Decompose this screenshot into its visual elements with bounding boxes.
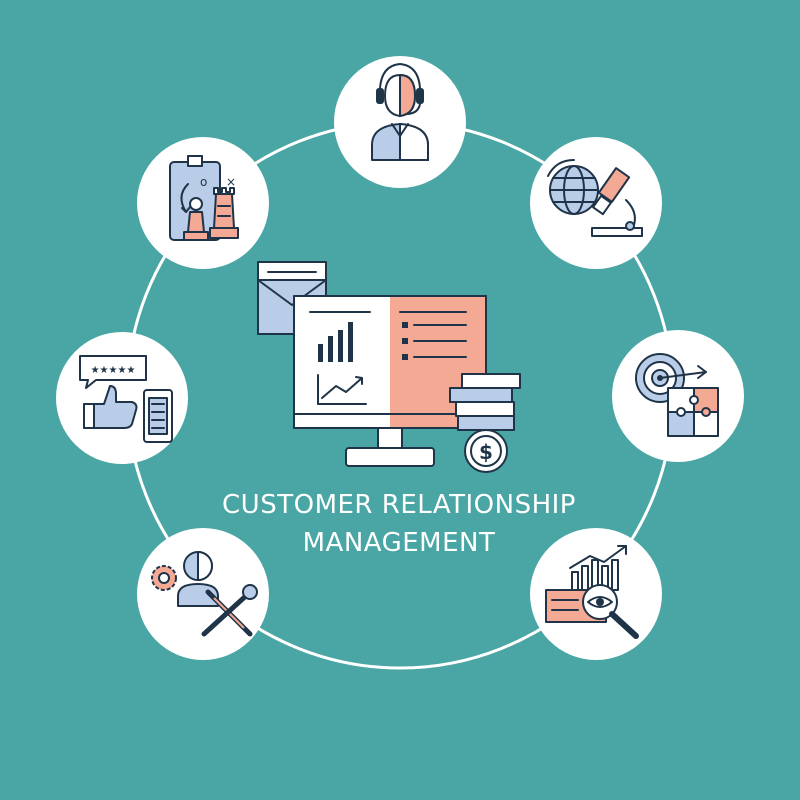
svg-text:$: $ — [479, 440, 493, 464]
diagram-title-line-1: CUSTOMER RELATIONSHIP — [222, 490, 576, 520]
target-puzzle-icon — [635, 353, 719, 437]
feedback-rating-icon: ★★★★★ — [79, 355, 173, 443]
node-targeting — [612, 330, 744, 462]
settings-tools-icon — [151, 550, 258, 637]
coin-stack-icon: $ — [449, 373, 521, 473]
node-analytics — [530, 528, 662, 660]
analytics-magnifier-icon — [545, 545, 639, 639]
central-computer-illustration: $ — [257, 261, 521, 473]
node-settings — [137, 528, 269, 660]
node-customer-support — [334, 56, 466, 188]
monitor-icon — [293, 295, 487, 467]
strategy-chess-icon: o × — [169, 155, 239, 241]
node-strategy: o × — [137, 137, 269, 269]
global-research-microscope-icon — [547, 159, 643, 237]
node-global-research — [530, 137, 662, 269]
svg-text:★★★★★: ★★★★★ — [91, 365, 136, 376]
customer-support-headset-icon — [371, 63, 429, 161]
diagram-title-line-2: MANAGEMENT — [303, 528, 496, 558]
node-feedback: ★★★★★ — [56, 332, 188, 464]
svg-text:×: × — [226, 175, 236, 189]
svg-text:o: o — [200, 175, 207, 189]
